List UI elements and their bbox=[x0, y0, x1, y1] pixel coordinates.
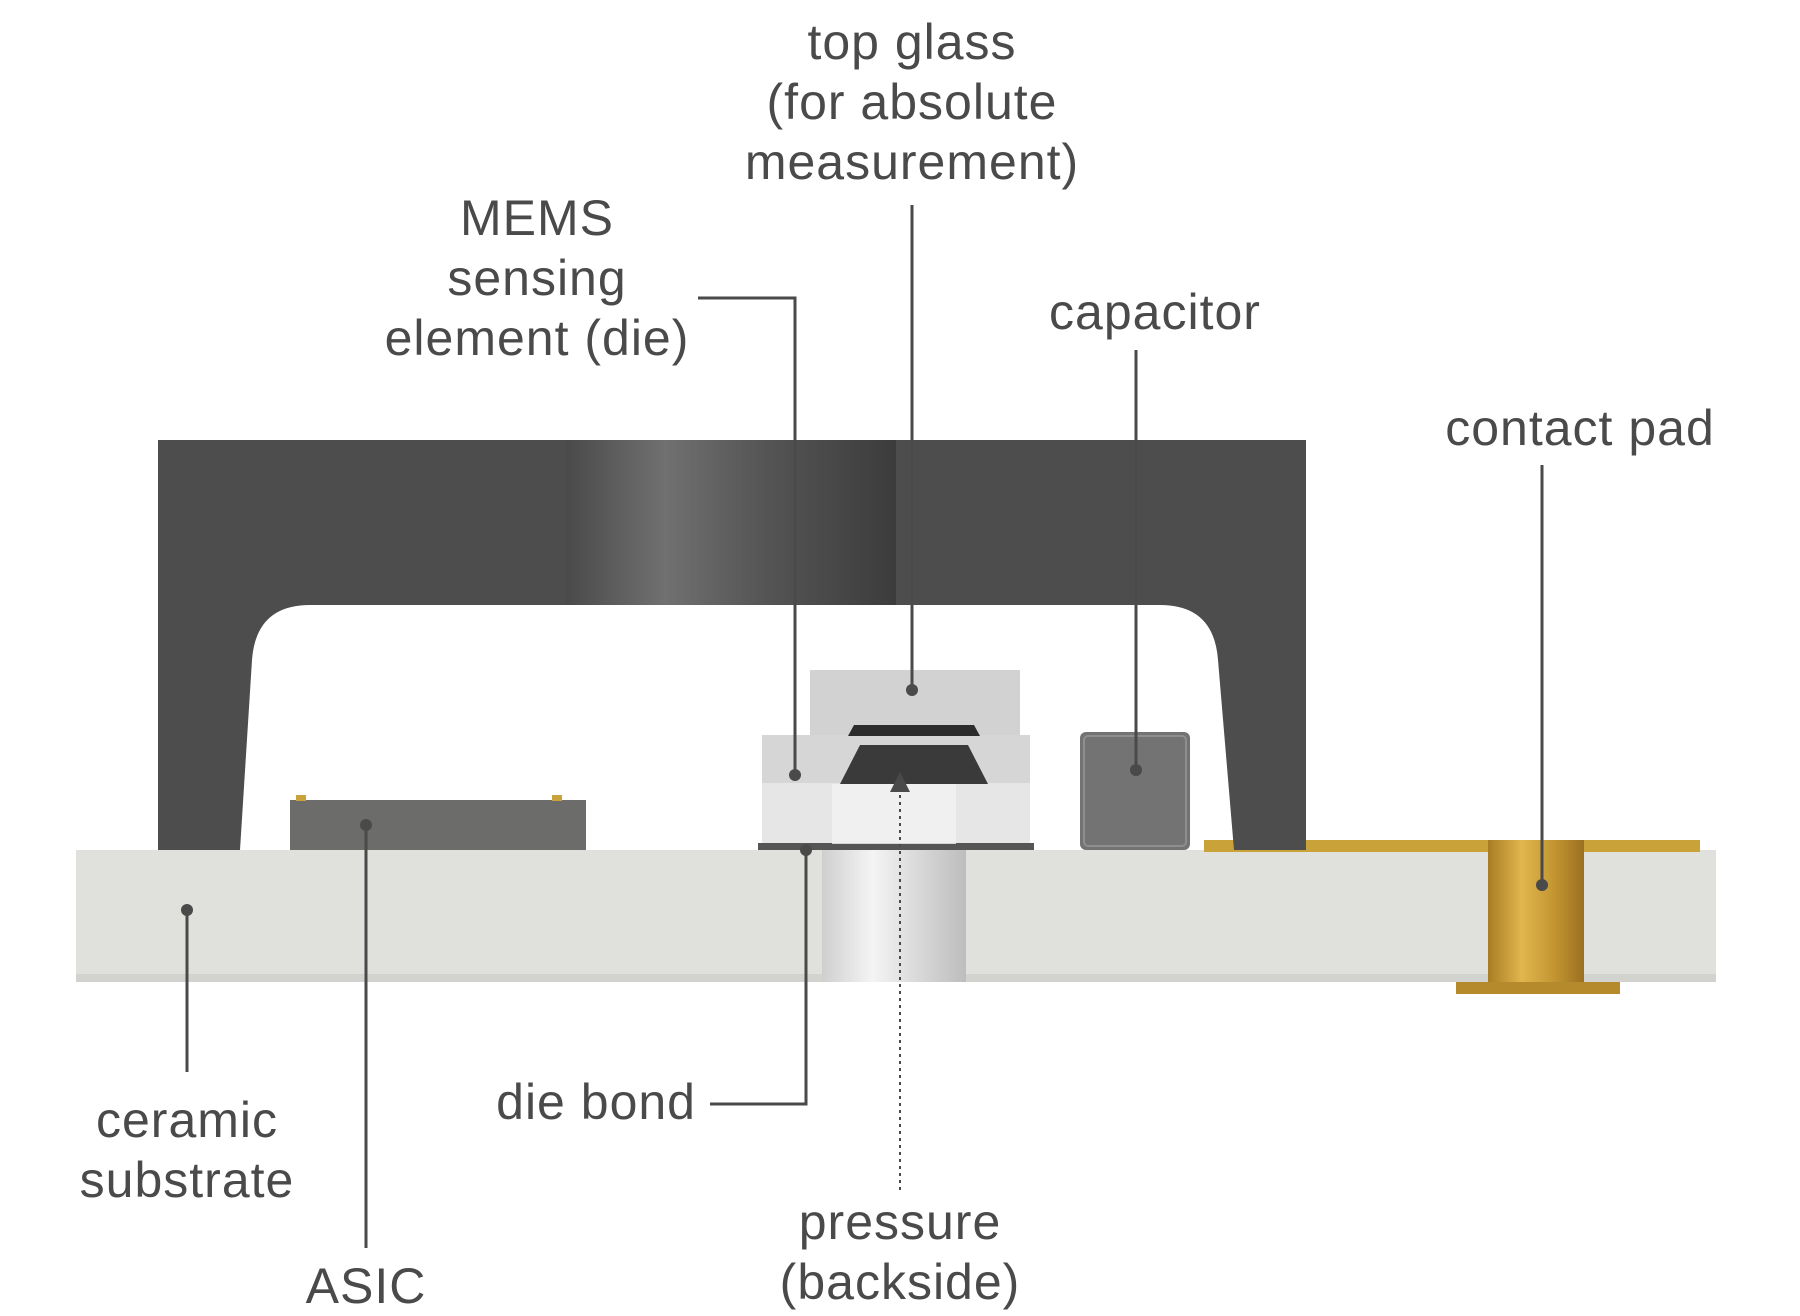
asic-chip bbox=[290, 800, 586, 850]
label-contact-pad: contact pad bbox=[1445, 400, 1715, 456]
label-pressure: pressure (backside) bbox=[779, 1194, 1021, 1310]
dot-die-bond bbox=[800, 844, 812, 856]
cap-housing bbox=[158, 440, 1306, 850]
pressure-arrowhead bbox=[890, 772, 910, 792]
dot-capacitor bbox=[1130, 764, 1142, 776]
asic-bump-left bbox=[296, 795, 306, 801]
capacitor-component bbox=[1080, 732, 1190, 850]
label-top-glass: top glass (for absolute measurement) bbox=[744, 14, 1080, 190]
label-capacitor: capacitor bbox=[1049, 284, 1261, 340]
dot-contact-pad bbox=[1536, 879, 1548, 891]
label-asic: ASIC bbox=[305, 1258, 427, 1314]
mems-diaphragm-cavity bbox=[840, 745, 988, 784]
contact-pad-bottom bbox=[1456, 982, 1620, 994]
cap-port bbox=[566, 440, 896, 605]
label-die-bond: die bond bbox=[496, 1074, 696, 1130]
pressure-port-hole bbox=[822, 850, 966, 982]
asic-bump-right bbox=[552, 795, 562, 801]
dot-top-glass bbox=[906, 684, 918, 696]
dot-mems bbox=[789, 769, 801, 781]
contact-pad-via bbox=[1488, 840, 1584, 986]
label-mems: MEMS sensing element (die) bbox=[384, 190, 690, 366]
leader-mems bbox=[698, 296, 797, 775]
label-ceramic-substrate: ceramic substrate bbox=[79, 1092, 295, 1208]
leader-die-bond bbox=[710, 850, 808, 1106]
dot-ceramic bbox=[181, 904, 193, 916]
dot-asic bbox=[360, 819, 372, 831]
vacuum-cavity bbox=[848, 725, 980, 736]
die-bond-layer bbox=[758, 843, 1034, 850]
die-port-opening bbox=[832, 784, 956, 844]
